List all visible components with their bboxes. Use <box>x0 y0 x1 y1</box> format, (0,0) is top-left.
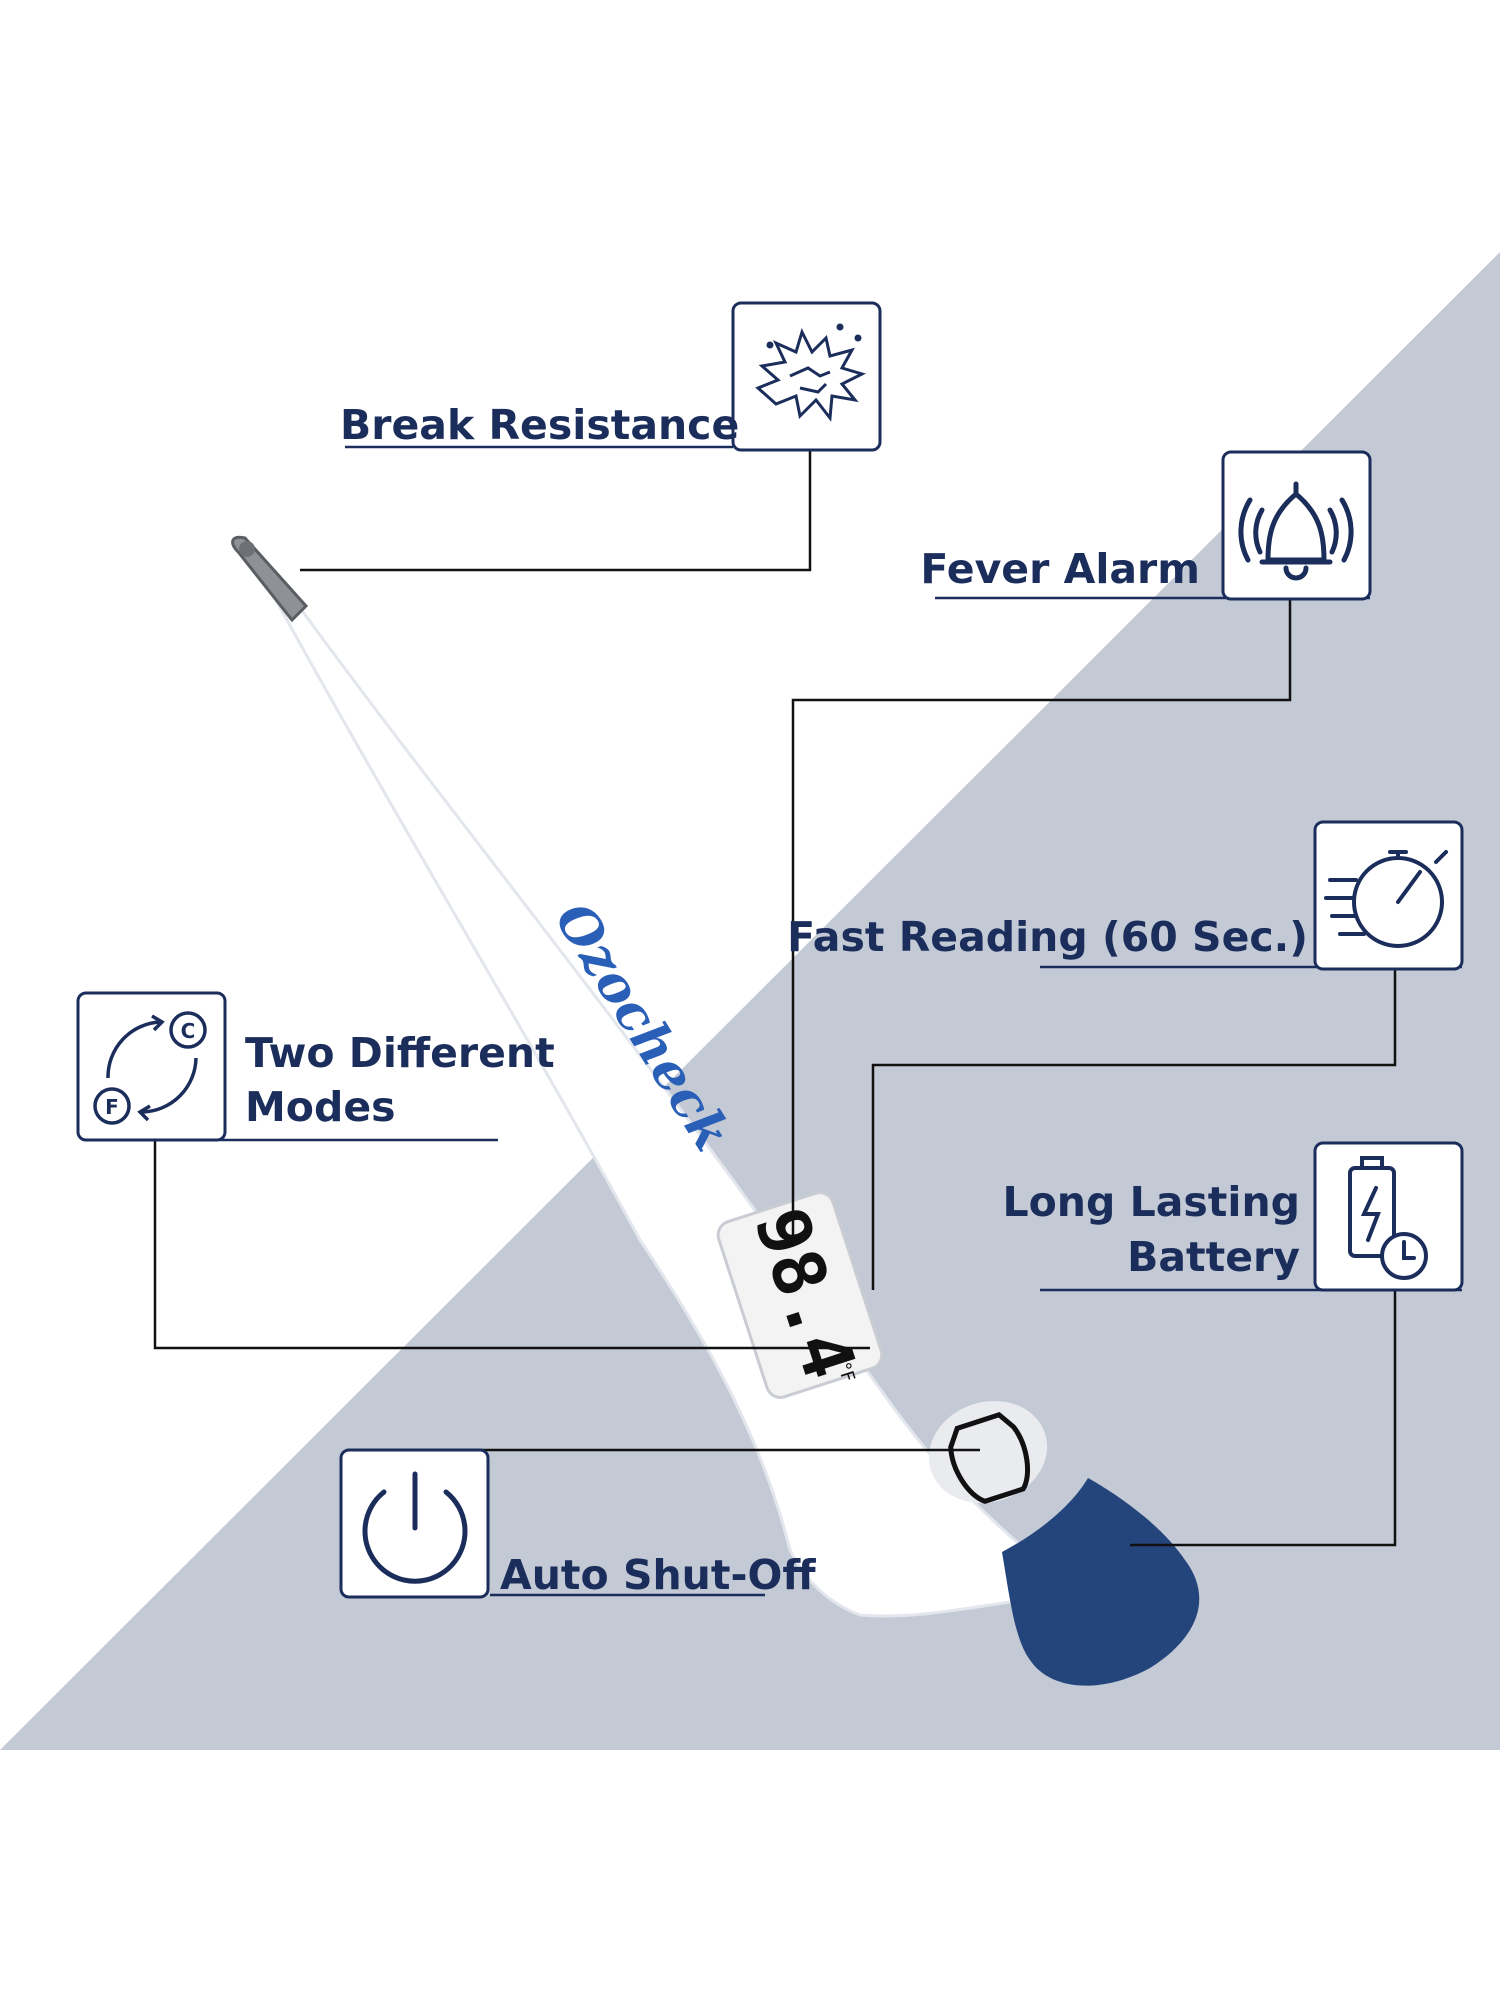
battery-label-line1: Long Lasting <box>1002 1178 1301 1226</box>
thermometer-body <box>252 558 1079 1618</box>
power-button[interactable] <box>915 1386 1060 1518</box>
fahrenheit-symbol: F <box>105 1095 119 1119</box>
auto-shutoff-label: Auto Shut-Off <box>500 1551 816 1599</box>
bell-ringing-icon <box>1238 481 1354 581</box>
battery-connector <box>1130 1290 1397 1547</box>
celsius-fahrenheit-switch-icon <box>93 1011 207 1125</box>
fever-alarm-label: Fever Alarm <box>920 545 1200 593</box>
stopwatch-icon <box>1324 850 1448 948</box>
celsius-symbol: C <box>181 1019 196 1043</box>
auto-shutoff-icon-box <box>339 1448 490 1599</box>
power-button-outline <box>948 1411 1031 1504</box>
battery-label-line2: Battery <box>1127 1233 1300 1281</box>
fast-reading-label: Fast Reading (60 Sec.) <box>787 913 1308 961</box>
two-modes-label-line2: Modes <box>245 1083 396 1131</box>
fever-alarm-connector <box>791 598 1292 1245</box>
power-icon <box>362 1471 468 1584</box>
probe-tip-end <box>239 541 255 557</box>
fast-reading-icon-box <box>1313 820 1464 971</box>
break-resistance-icon-box <box>731 301 882 452</box>
fast-reading-connector <box>871 968 1397 1290</box>
battery-clock-icon <box>1348 1156 1428 1280</box>
two-modes-connector <box>153 1140 870 1350</box>
thermometer-end-cap <box>1002 1478 1200 1686</box>
background-diagonal-panel <box>0 252 1500 1750</box>
battery-icon-box <box>1313 1141 1464 1292</box>
fever-alarm-icon-box <box>1221 450 1372 601</box>
two-modes-icon-box: C F <box>76 991 227 1142</box>
break-resistance-label: Break Resistance <box>340 401 740 449</box>
lcd-frame <box>716 1191 884 1399</box>
two-modes-label-line1: Two Different <box>245 1029 555 1077</box>
probe-tip <box>231 535 309 623</box>
shatter-icon <box>755 323 867 422</box>
